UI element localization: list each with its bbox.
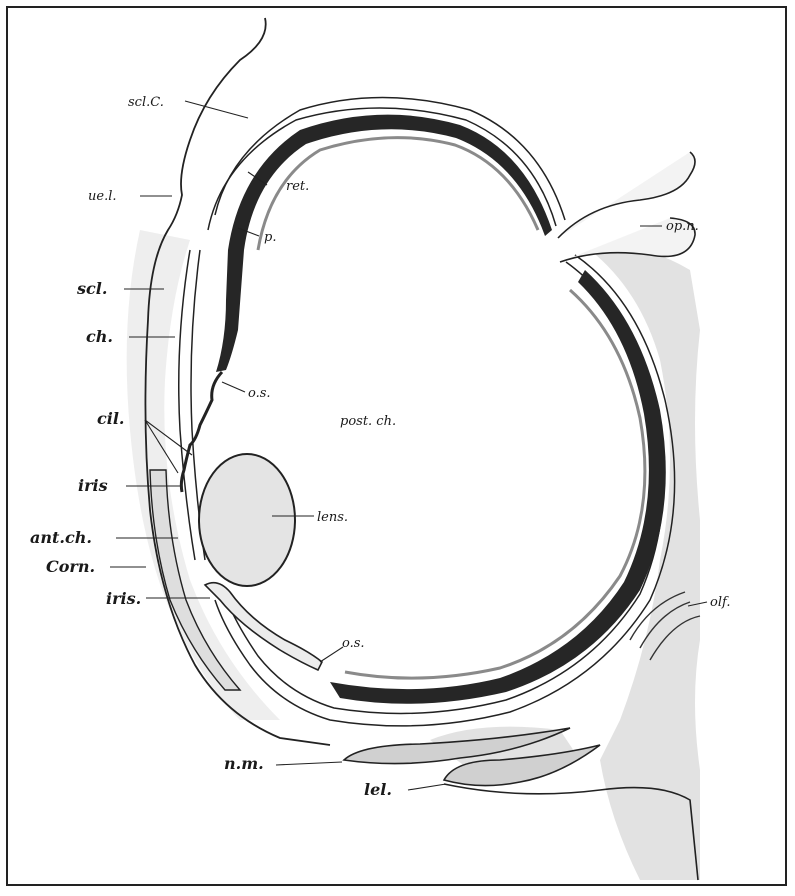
label-scl-c: scl.C. xyxy=(128,95,164,110)
label-cil: cil. xyxy=(97,409,124,428)
label-ret: ret. xyxy=(286,179,309,194)
label-os-upper: o.s. xyxy=(248,386,271,401)
label-scl: scl. xyxy=(76,279,107,298)
label-ant-ch: ant.ch. xyxy=(30,528,92,547)
label-olf: olf. xyxy=(710,595,730,610)
label-n-m: n.m. xyxy=(224,754,264,773)
label-p: p. xyxy=(264,230,276,245)
label-op-n: op.n. xyxy=(666,219,699,234)
label-post-ch: post. ch. xyxy=(340,414,396,429)
optic-nerve xyxy=(558,152,695,262)
label-os-lower: o.s. xyxy=(342,636,365,651)
label-ch: ch. xyxy=(86,327,113,346)
lens xyxy=(199,454,295,586)
label-lel: lel. xyxy=(364,780,392,799)
label-iris-upper: iris xyxy=(78,476,108,495)
label-lens: lens. xyxy=(317,510,348,525)
retina-pigment xyxy=(216,115,666,704)
label-corn: Corn. xyxy=(46,557,95,576)
head-outline xyxy=(145,18,330,745)
label-iris-lower: iris. xyxy=(106,589,141,608)
label-ue-l: ue.l. xyxy=(88,189,117,204)
